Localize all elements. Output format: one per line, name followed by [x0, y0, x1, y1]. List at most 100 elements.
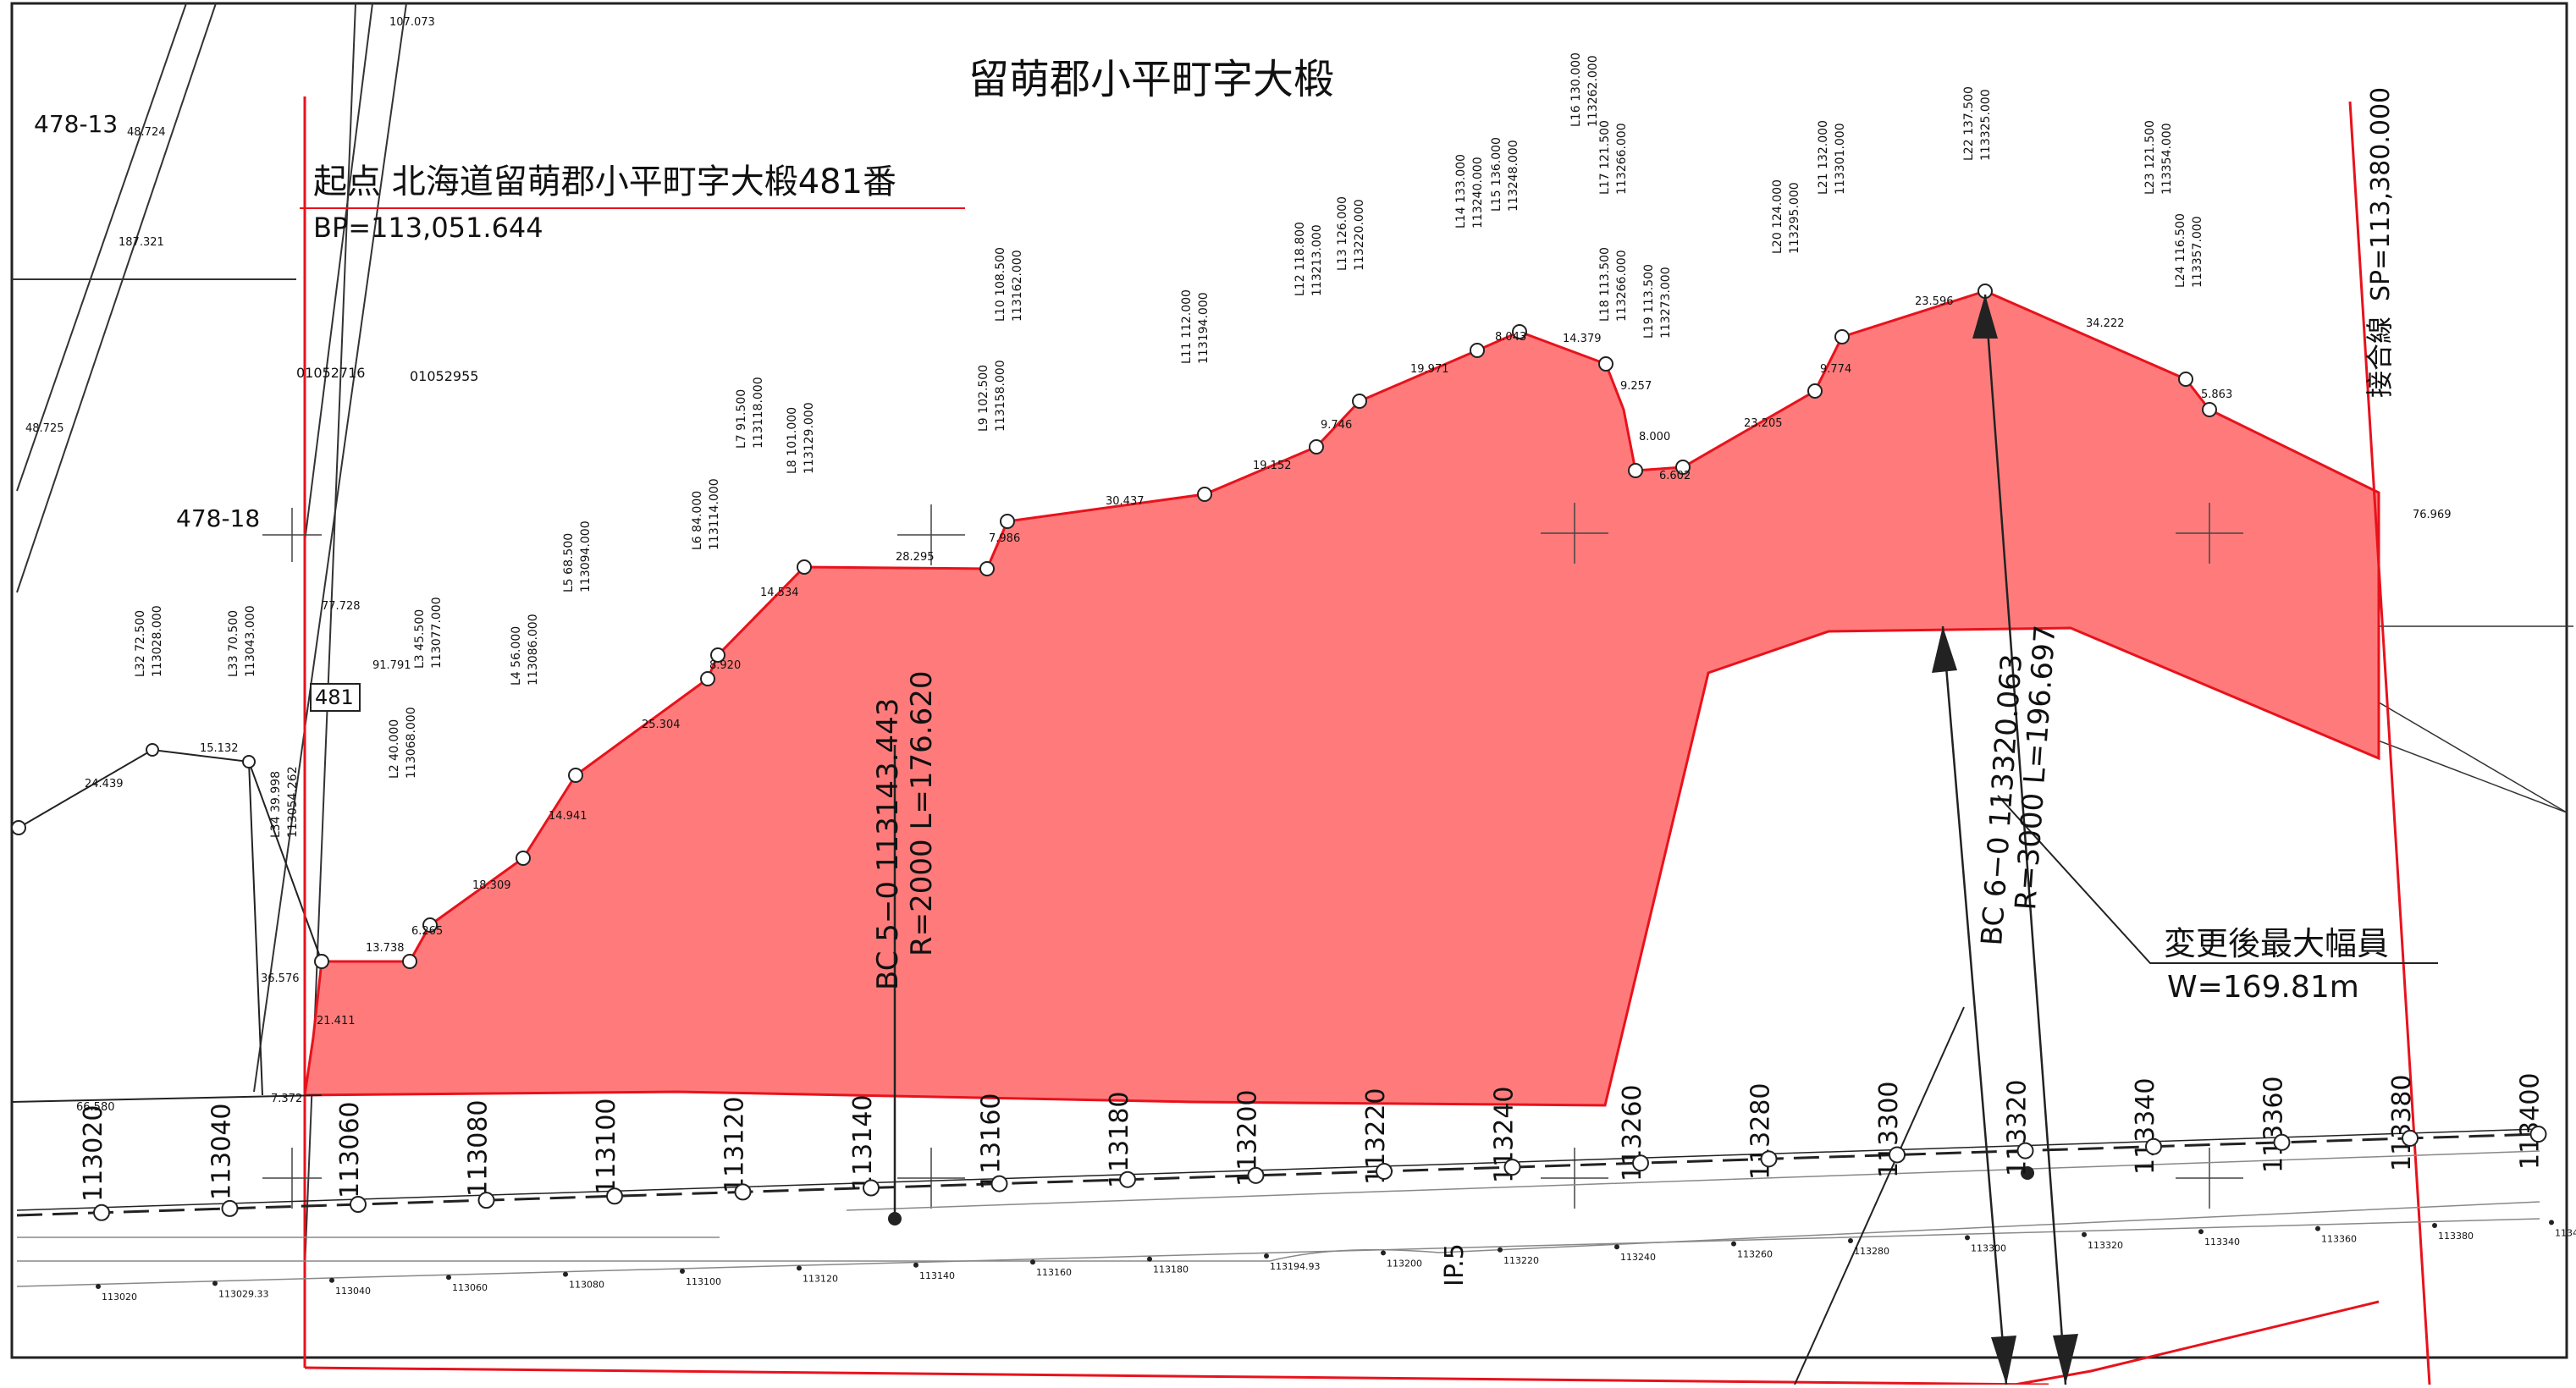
vertex-markers [314, 284, 2217, 969]
boundary-line-station: 113248.000 [1507, 140, 1520, 212]
lower-station-label: 113029.33 [218, 1288, 269, 1299]
boundary-line-label: L13 126.000 [1336, 196, 1349, 271]
boundary-line-station: 113068.000 [405, 707, 418, 779]
boundary-line-label: L14 133.000 [1454, 154, 1468, 229]
station-label: 113080 [464, 1099, 494, 1197]
lower-station-dot [797, 1265, 802, 1271]
lower-station-dot [1030, 1259, 1035, 1265]
ref-point-2: 01052955 [410, 368, 478, 384]
boundary-line-label: L23 121.500 [2143, 120, 2157, 195]
boundary-line-station: 113354.000 [2160, 123, 2174, 195]
vertex [2202, 402, 2217, 417]
curve-leader [1983, 294, 2067, 1385]
start-point-label: 起点 北海道留萌郡小平町字大椴481番 [313, 162, 896, 201]
lower-station-dot [1147, 1256, 1152, 1262]
vertex [2178, 372, 2193, 387]
segment-length: 77.728 [322, 600, 361, 613]
centerline-point [863, 1179, 880, 1197]
bc-point [888, 1212, 902, 1226]
centerline-point [1889, 1146, 1906, 1164]
curve-1-bc: BC 5−0 113143.443 [871, 698, 905, 990]
segment-length: 15.132 [200, 742, 239, 755]
max-width-value: W=169.81m [2167, 970, 2359, 1005]
centerline-point [93, 1203, 110, 1221]
boundary-line-station: 113301.000 [1834, 123, 1847, 195]
vertex [422, 917, 438, 933]
arrowhead [1932, 626, 1957, 673]
segment-length: 7.986 [989, 532, 1020, 545]
centerline-point [1760, 1150, 1778, 1168]
parcel-478-18: 478-18 [176, 504, 260, 532]
centerline-point [1632, 1154, 1649, 1172]
segment-length: 14.379 [1563, 333, 1602, 345]
segment-length: 91.791 [372, 659, 411, 672]
lower-station-label: 113180 [1153, 1264, 1189, 1275]
vertex [1628, 463, 1643, 478]
lower-station-label: 113220 [1503, 1255, 1539, 1266]
station-label: 113300 [1874, 1081, 1904, 1178]
centerline-point [2402, 1129, 2419, 1147]
lower-station-dot [96, 1284, 101, 1289]
segment-length: 14.941 [549, 810, 587, 823]
segment-length: 13.738 [366, 942, 405, 955]
centerline-point [1376, 1162, 1393, 1180]
boundary-line-station: 113043.000 [244, 605, 257, 677]
boundary-line-label: L33 70.500 [227, 610, 240, 677]
lower-station-dot [563, 1271, 568, 1277]
boundary-line-station: 113325.000 [1979, 89, 1993, 161]
lower-station-dot [1614, 1244, 1619, 1250]
bp-value: BP=113,051.644 [313, 212, 543, 244]
lower-station-label: 113040 [335, 1286, 371, 1297]
segment-length: 5.863 [2201, 388, 2232, 401]
lower-station-label: 113400 113400 [2555, 1227, 2576, 1238]
centerline-point [2016, 1142, 2034, 1159]
boundary-line-label: L20 124.000 [1771, 179, 1784, 254]
lower-station-dot [212, 1281, 218, 1286]
curve-leader [1941, 625, 2008, 1385]
lower-station-dot [2198, 1229, 2204, 1235]
lower-station-dot [2082, 1231, 2087, 1237]
lower-station-label: 113280 [1854, 1246, 1889, 1257]
boundary-line-station: 113213.000 [1310, 224, 1324, 296]
boundary-line-station: 113028.000 [151, 605, 164, 677]
lower-station-dot [680, 1269, 685, 1274]
station-label: 113160 [977, 1093, 1007, 1190]
boundary-line-station: 113118.000 [752, 377, 765, 449]
drawing-title: 留萌郡小平町字大椴 [968, 56, 1334, 103]
station-label: 113120 [720, 1096, 750, 1193]
lower-station-label: 113380 [2438, 1231, 2474, 1242]
station-label: 113100 [592, 1098, 621, 1195]
centerline-point [2145, 1137, 2162, 1155]
segment-length: 8.043 [1495, 331, 1526, 344]
traverse-line [248, 761, 263, 1096]
bc-point [2021, 1166, 2034, 1180]
parcel-line [253, 3, 407, 1093]
station-label: 113400 [2516, 1072, 2546, 1170]
segment-length: 76.969 [2413, 509, 2452, 521]
station-label: 113340 [2131, 1077, 2160, 1175]
station-label: 113380 [2387, 1074, 2417, 1171]
vertex [516, 851, 531, 866]
width-leader [1997, 795, 2438, 964]
survey-point [242, 755, 256, 768]
vertex [700, 671, 715, 686]
lower-station-label: 113080 [569, 1280, 604, 1291]
boundary-line-label: L7 91.500 [735, 389, 748, 449]
boundary-line-label: L32 72.500 [134, 610, 147, 677]
arrowhead [2053, 1334, 2078, 1385]
parcel-line [2344, 727, 2568, 813]
lower-station-label: 113300 [1971, 1242, 2006, 1253]
boundary-line-label: L15 136.000 [1490, 137, 1503, 212]
segment-length: 23.596 [1915, 295, 1954, 308]
boundary-line-label: L12 118.800 [1294, 222, 1307, 296]
segment-length: 66.580 [76, 1101, 115, 1114]
vertex [1807, 383, 1823, 399]
boundary-line-label: L10 108.500 [994, 247, 1007, 322]
changed-area [303, 289, 2380, 1107]
sp-value: SP=113,380.000 [2366, 87, 2396, 301]
curve-leader [1794, 1006, 1965, 1385]
ip-label: IP.5 [1440, 1243, 1470, 1286]
lower-station-dot [1965, 1235, 1970, 1241]
grid-crosses [262, 503, 2243, 1209]
curve-leaders [893, 294, 2438, 1385]
